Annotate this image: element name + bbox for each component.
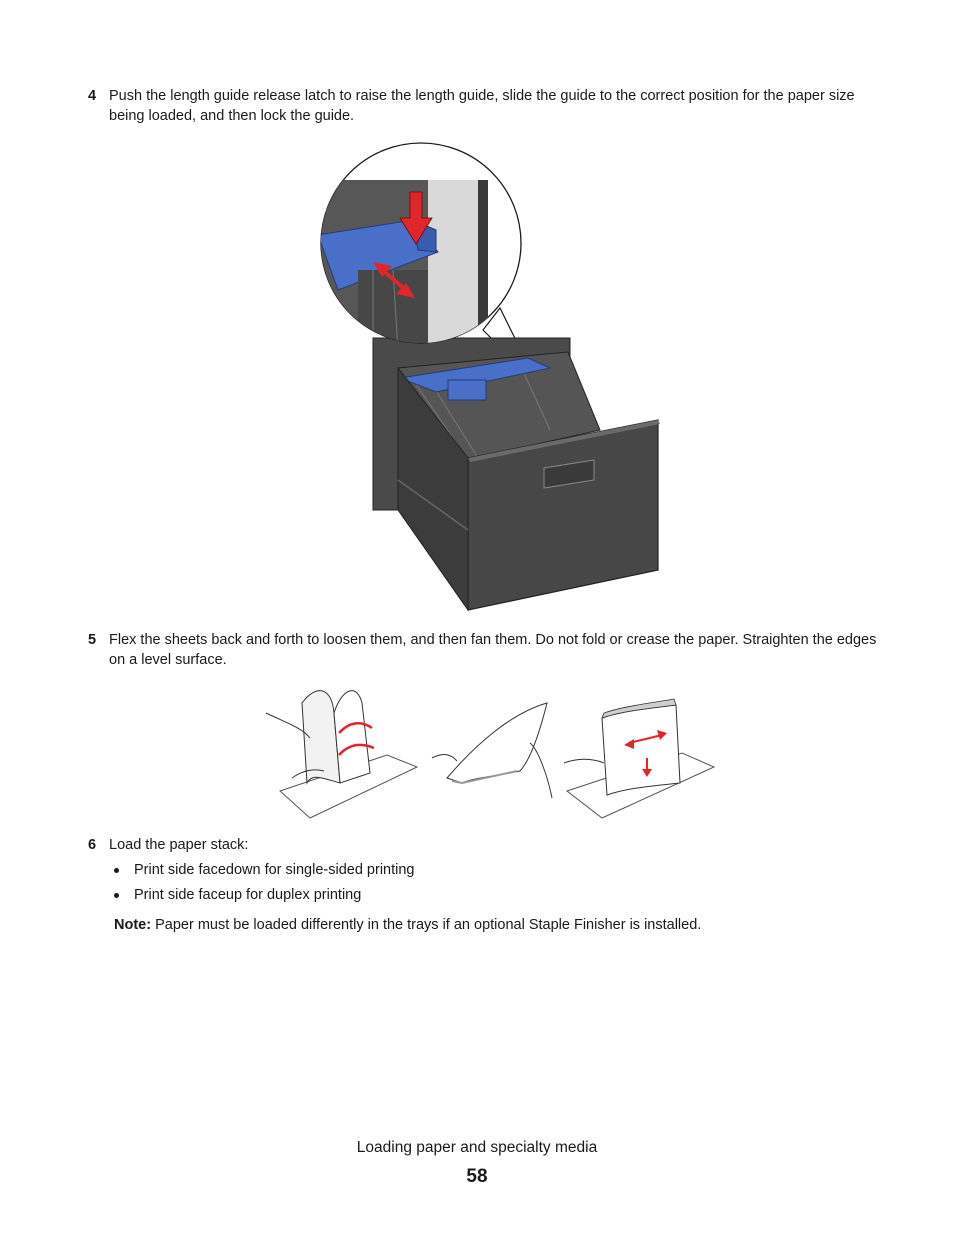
note-label: Note: [114, 917, 152, 933]
step-text: Push the length guide release latch to r… [109, 88, 855, 124]
step-number: 6 [88, 837, 97, 853]
note: Note: Paper must be loaded differently i… [114, 915, 701, 935]
bullet-dot-icon [114, 893, 119, 898]
bullet-text: Print side faceup for duplex printing [134, 887, 362, 903]
bullet-dot-icon [114, 868, 119, 873]
step-number: 5 [88, 632, 97, 648]
bullet-text: Print side facedown for single-sided pri… [134, 862, 415, 878]
step-5: 5 Flex the sheets back and forth to loos… [88, 630, 878, 670]
step-6: 6 Load the paper stack: [88, 835, 878, 855]
tray-length-guide-illustration [320, 142, 660, 612]
footer-section-title: Loading paper and specialty media [356, 1139, 598, 1156]
bullet-item: Print side facedown for single-sided pri… [114, 860, 414, 880]
step-text: Load the paper stack: [109, 837, 249, 853]
paper-flex-fan-illustration [265, 690, 716, 819]
note-text: Paper must be loaded differently in the … [155, 917, 702, 933]
bullet-item: Print side faceup for duplex printing [114, 885, 361, 905]
step-text: Flex the sheets back and forth to loosen… [109, 632, 877, 668]
step-number: 4 [88, 88, 97, 104]
step-4: 4 Push the length guide release latch to… [88, 86, 878, 126]
page-number: 58 [466, 1166, 488, 1187]
